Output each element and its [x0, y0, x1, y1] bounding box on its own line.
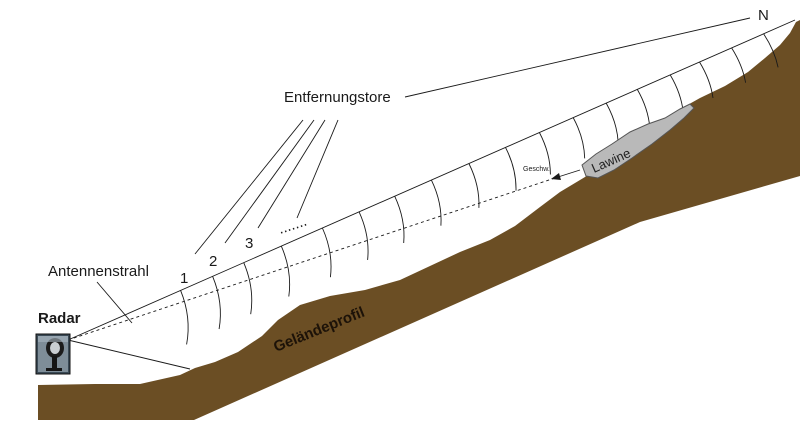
beam-lower-edge — [67, 339, 191, 370]
range-gate-arc — [321, 227, 332, 278]
range-gate-arc — [212, 276, 221, 330]
range-gate-arc — [243, 262, 253, 315]
range-gate-arc — [280, 245, 291, 297]
pointer-gate-n — [296, 119, 339, 219]
gate-ellipsis: ....... — [276, 213, 309, 238]
north-label: N — [758, 7, 769, 24]
range-gate-arc — [669, 74, 684, 113]
range-gate-arc — [572, 117, 586, 159]
avalanche-shape — [581, 103, 695, 179]
pointer-gate-3 — [257, 119, 326, 229]
beam-center-line — [67, 177, 556, 341]
range-gate-arc — [468, 163, 480, 208]
radar-antenna-icon — [35, 333, 71, 375]
gate-number-2: 2 — [209, 253, 217, 270]
range-gate-arc — [430, 179, 442, 226]
pointer-gate-1 — [194, 119, 304, 255]
radar-label: Radar — [38, 310, 81, 327]
range-gate-arc — [358, 211, 369, 260]
range-gate-arc — [605, 102, 619, 143]
range-gate-arc — [636, 89, 651, 128]
range-gate-arc — [699, 61, 714, 99]
pointer-north — [404, 17, 751, 98]
range-gate-arc — [394, 196, 405, 244]
speed-label: Geschw. — [523, 166, 550, 173]
range-gate-arc — [763, 33, 779, 68]
gate-number-1: 1 — [180, 270, 188, 287]
range-gate-arcs — [180, 33, 779, 345]
range-gate-arc — [539, 132, 551, 175]
range-gate-arc — [180, 290, 189, 345]
velocity-arrow-head — [551, 173, 561, 180]
range-gate-arc — [505, 147, 517, 191]
range-gates-label: Entfernungstore — [284, 89, 391, 106]
gate-number-3: 3 — [245, 235, 253, 252]
pointer-beam — [96, 281, 133, 324]
beam-label: Antennenstrahl — [48, 263, 149, 280]
beam-upper-edge — [67, 19, 796, 341]
pointer-gate-2 — [224, 119, 315, 244]
range-gate-arc — [731, 47, 747, 83]
velocity-arrow-line — [557, 169, 581, 178]
